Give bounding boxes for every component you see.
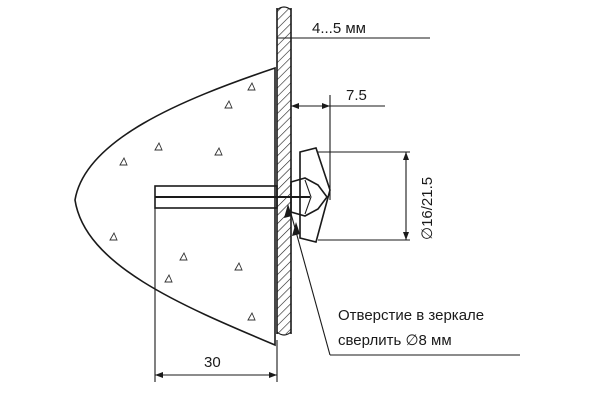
dimension-mirror-thickness: 4...5 мм <box>277 20 430 39</box>
dimension-offset: 7.5 <box>291 87 385 200</box>
wall-dowel <box>154 185 310 209</box>
offset-label: 7.5 <box>346 87 367 104</box>
wall-depth-label: 30 <box>204 354 221 371</box>
dimension-diameter: ∅16/21.5 <box>318 151 436 241</box>
wall-section <box>74 66 276 347</box>
mirror-thickness-label: 4...5 мм <box>312 20 366 37</box>
hole-note-leader <box>284 204 520 356</box>
hole-note-line1: Отверстие в зеркале <box>338 307 484 324</box>
hole-note-line2: сверлить ∅8 мм <box>338 332 452 349</box>
dimension-wall-depth: 30 <box>154 208 278 382</box>
screw-cap <box>290 147 331 243</box>
mirror-plate <box>276 6 292 336</box>
diameter-label: ∅16/21.5 <box>419 177 436 240</box>
